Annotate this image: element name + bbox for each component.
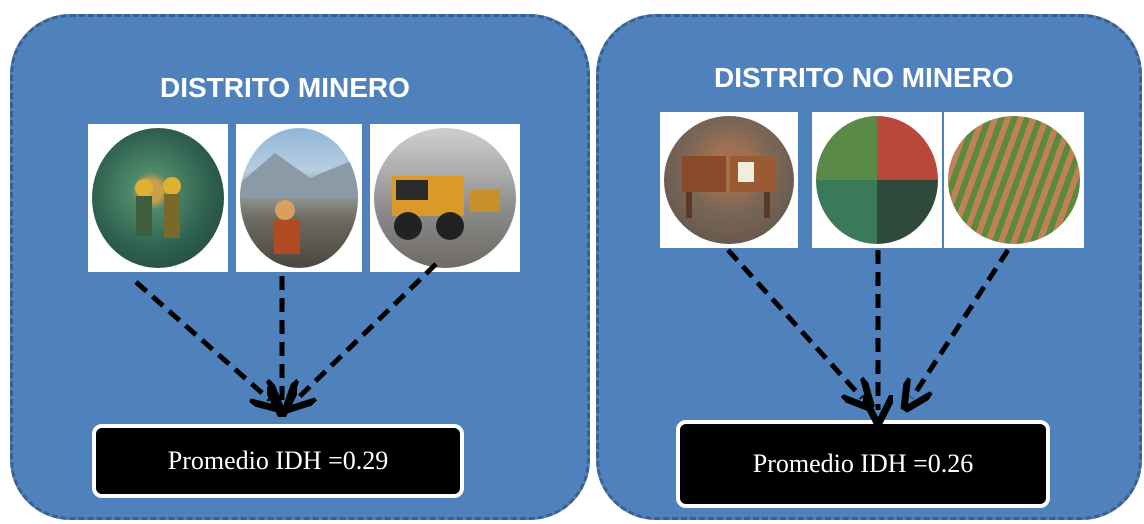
underground-miners-icon (88, 124, 228, 272)
arrow-right-3 (912, 248, 1011, 398)
mining-district-result-box: Promedio IDH =0.29 (92, 424, 464, 498)
haul-truck-icon (370, 124, 520, 272)
farm-field-rows-icon (944, 112, 1084, 248)
cattle-icon (660, 112, 798, 248)
mining-district-title: DISTRITO MINERO (160, 72, 410, 103)
non-mining-district-title: DISTRITO NO MINERO (714, 62, 1014, 93)
crops-harvest-icon (812, 112, 942, 248)
arrow-left-3 (296, 262, 438, 400)
mine-worker-site-icon (236, 124, 362, 272)
arrow-right-1 (726, 248, 862, 398)
arrow-left-1 (134, 280, 270, 400)
